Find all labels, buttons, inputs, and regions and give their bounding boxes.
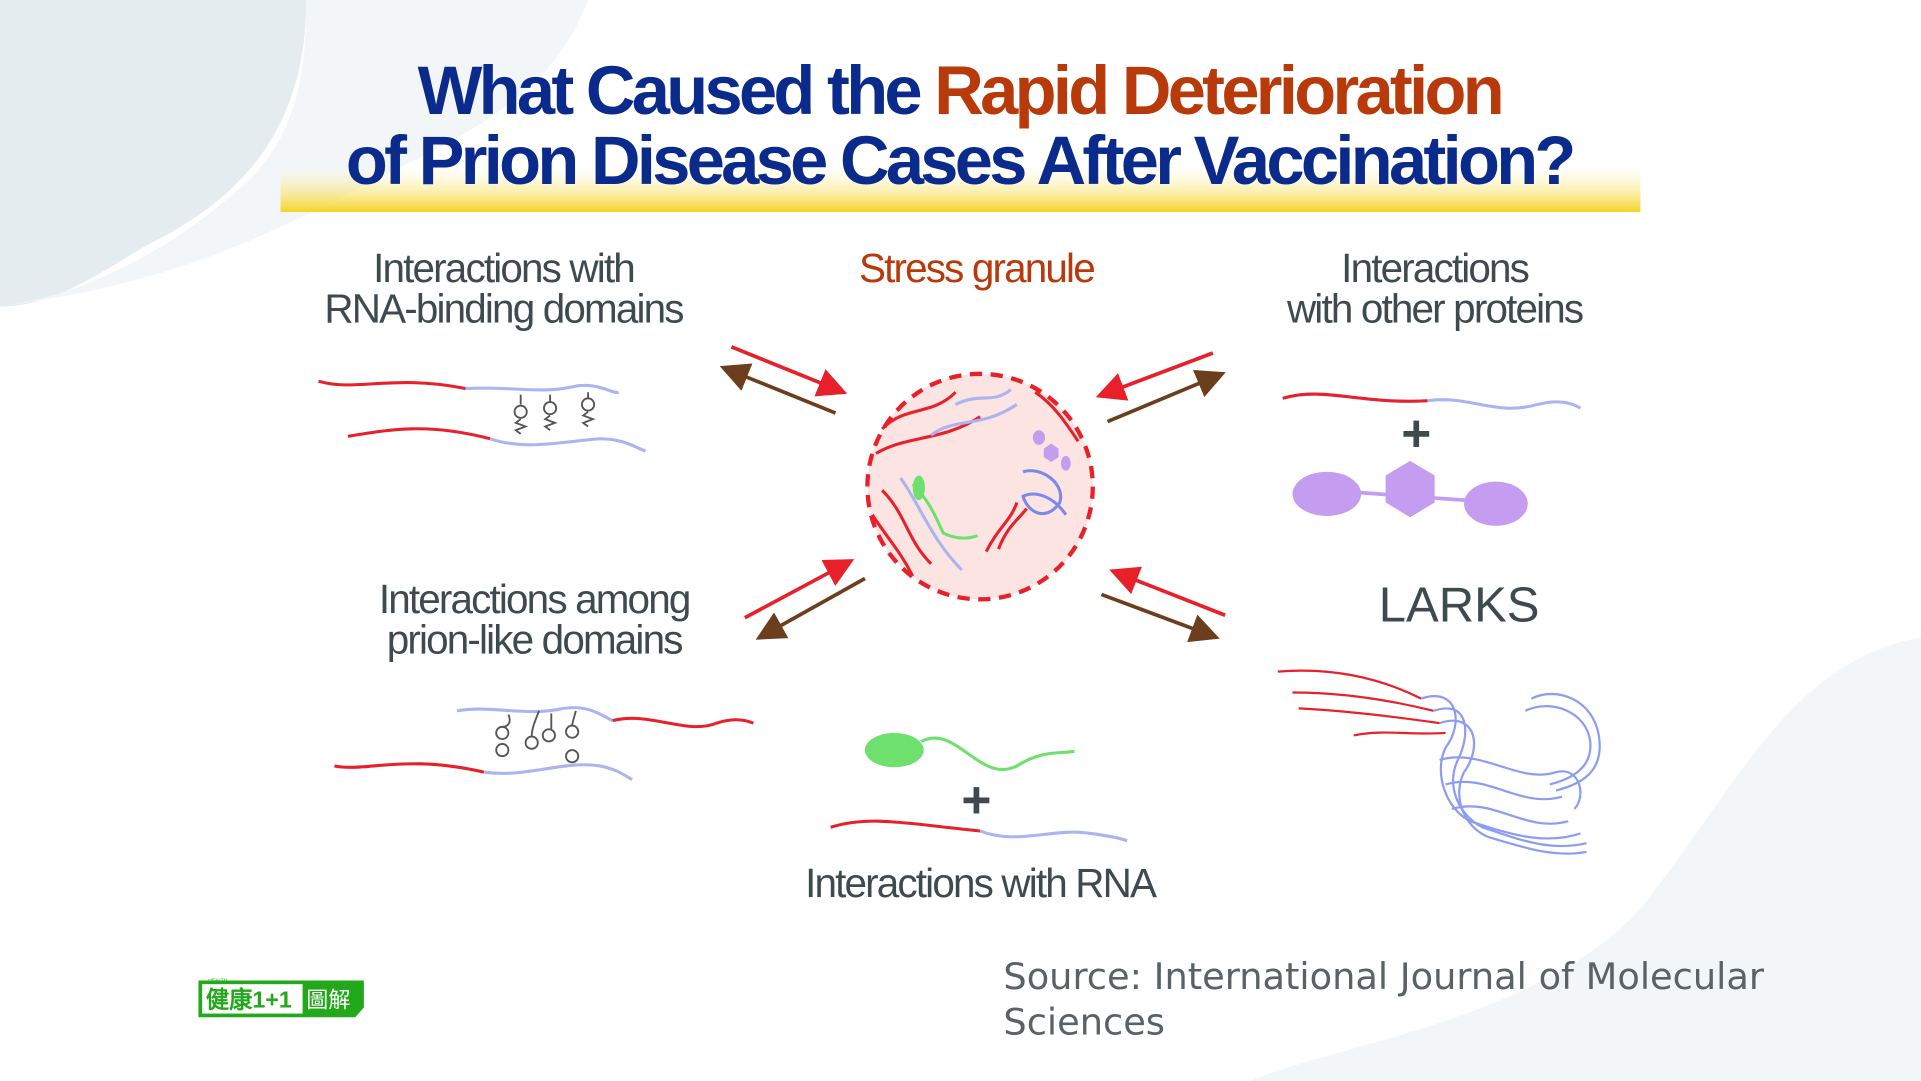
- svg-text:HEALTH: HEALTH: [208, 978, 227, 984]
- rna-interaction-illustration: +: [830, 732, 1128, 843]
- label-rna: Interactions with RNA: [805, 860, 1157, 906]
- plus-icon: +: [961, 770, 991, 828]
- stress-granule-illustration: [865, 371, 1095, 602]
- brand-logo: 健康1+1 圖解 HEALTH: [198, 978, 364, 1018]
- plus-icon: +: [1401, 404, 1431, 462]
- background-blob: [0, 0, 589, 307]
- source-line-2: Sciences: [1003, 1000, 1165, 1043]
- background-blob: [1249, 637, 1921, 1081]
- source-line-1: Source: International Journal of Molecul…: [1003, 955, 1764, 998]
- svg-text:健康1+1: 健康1+1: [206, 986, 292, 1012]
- label-prion-like-1: Interactions among: [379, 576, 690, 622]
- svg-text:圖解: 圖解: [306, 987, 350, 1012]
- prion-like-illustration: [334, 706, 755, 781]
- label-larks: LARKS: [1379, 578, 1540, 632]
- other-proteins-illustration: +: [1282, 392, 1582, 526]
- title-line-1: What Caused the Rapid Deterioration: [418, 52, 1501, 129]
- larks-illustration: [1277, 669, 1601, 855]
- label-other-proteins-1: Interactions: [1341, 245, 1528, 291]
- title-line-2: of Prion Disease Cases After Vaccination…: [346, 122, 1573, 199]
- title-highlight: [280, 165, 1641, 213]
- label-rna-binding-2: RNA-binding domains: [324, 285, 683, 331]
- label-stress-granule: Stress granule: [859, 245, 1094, 291]
- rna-binding-illustration: [318, 379, 647, 453]
- reaction-arrows: [719, 345, 1226, 643]
- background-blob: [0, 0, 307, 307]
- label-rna-binding-1: Interactions with: [373, 245, 634, 291]
- label-prion-like-2: prion-like domains: [387, 616, 682, 662]
- label-other-proteins-2: with other proteins: [1286, 285, 1583, 331]
